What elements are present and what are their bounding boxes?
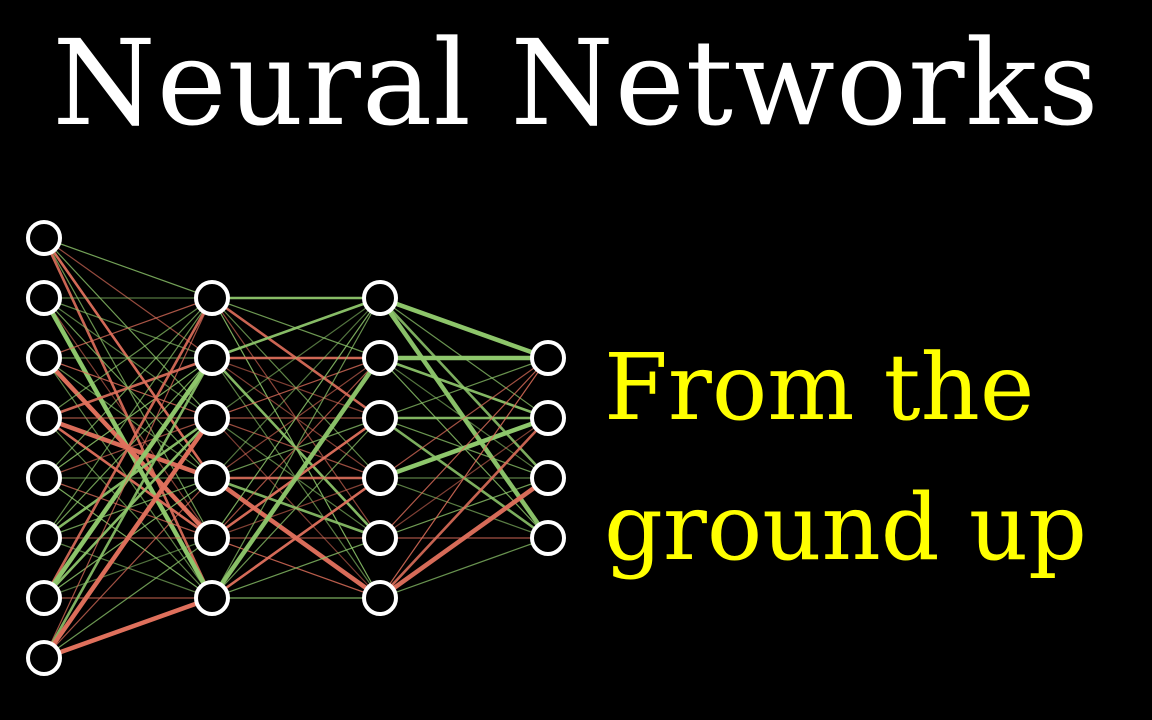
neuron-layer-2-node-5 [362,580,398,616]
edge-2-4-0 [379,357,549,539]
subtitle-line-2: ground up [604,474,1088,581]
edge-1-5-1 [210,356,382,600]
edge-0-2-0 [43,297,213,359]
edge-0-5-0 [43,297,213,539]
neuron-layer-2-node-0 [362,280,398,316]
neuron-layer-1-node-3 [194,460,230,496]
neuron-layer-3-node-2 [530,460,566,496]
neuron-layer-2-node-3 [362,460,398,496]
edge-0-7-4 [43,537,213,659]
edge-1-4-0 [211,297,381,539]
edge-2-2-0 [379,357,549,419]
neuron-layer-2-node-4 [362,520,398,556]
subtitle-line-1: From the [604,334,1035,441]
edge-0-3-0 [43,297,213,419]
neuron-layer-1-node-2 [194,400,230,436]
neuron-layer-0-node-2 [26,340,62,376]
neuron-layer-3-node-0 [530,340,566,376]
edge-1-5-4 [211,537,381,599]
network-nodes [26,220,566,676]
edge-2-0-0 [379,295,549,361]
neuron-layer-3-node-3 [530,520,566,556]
edge-1-1-0 [211,296,381,360]
edge-2-3-0 [379,357,549,479]
edge-1-5-0 [211,297,381,599]
neuron-layer-0-node-5 [26,520,62,556]
edge-1-2-0 [211,297,381,419]
edge-0-7-0 [43,297,213,659]
edge-1-3-0 [211,297,381,479]
edge-2-5-1 [379,417,549,599]
neuron-layer-1-node-0 [194,280,230,316]
edge-0-0-0 [43,237,213,299]
neuron-layer-0-node-4 [26,460,62,496]
neuron-layer-1-node-5 [194,580,230,616]
subtitle: From the ground up [604,318,1152,598]
edge-2-5-2 [378,476,550,600]
neuron-layer-0-node-3 [26,400,62,436]
edge-0-6-0 [42,297,214,599]
neuron-layer-0-node-0 [26,220,62,256]
edge-1-5-3 [211,476,381,600]
neuron-layer-0-node-6 [26,580,62,616]
edge-0-7-5 [43,595,213,661]
edge-0-7-1 [42,357,214,659]
neuron-layer-0-node-1 [26,280,62,316]
edge-0-7-3 [43,477,213,659]
neuron-layer-1-node-1 [194,340,230,376]
neuron-layer-1-node-4 [194,520,230,556]
edge-0-7-2 [42,416,214,660]
edge-0-4-0 [43,297,213,479]
edge-1-5-2 [211,417,381,599]
page-title: Neural Networks [52,14,1100,152]
neuron-layer-2-node-1 [362,340,398,376]
neuron-layer-2-node-2 [362,400,398,436]
edge-2-5-0 [379,357,549,599]
neuron-layer-3-node-1 [530,400,566,436]
edge-2-5-3 [379,537,549,599]
neuron-layer-0-node-7 [26,640,62,676]
network-edges [42,237,550,661]
